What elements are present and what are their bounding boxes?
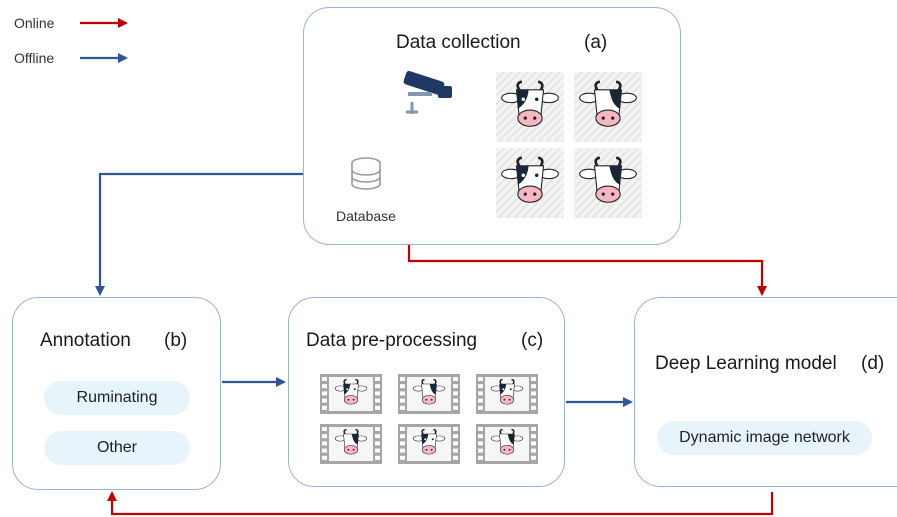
cow-face-icon [496, 72, 564, 142]
model-to-annotation-feedback-arrow [107, 491, 774, 516]
cow-face-icon [496, 148, 564, 218]
database-label: Database [336, 208, 396, 224]
data-collection-title: Data collection [396, 32, 521, 53]
annotation-tag: (b) [164, 330, 188, 351]
annotation-label-other: Other [44, 431, 190, 465]
annotation-label-ruminating: Ruminating [44, 381, 190, 415]
preprocessing-title: Data pre-processing [306, 330, 478, 351]
data-collection-tag: (a) [584, 32, 608, 53]
film-frame-cow-icon [320, 424, 382, 464]
model-box [634, 297, 897, 487]
model-title: Deep Learning model [655, 353, 837, 374]
film-frame-cow-icon [476, 424, 538, 464]
legend-online-label: Online [14, 15, 55, 31]
cow-face-icon [574, 72, 642, 142]
database-to-annotation-arrow [95, 172, 350, 296]
film-frame-cow-icon [476, 374, 538, 414]
model-tag: (d) [861, 353, 885, 374]
annotation-title: Annotation [40, 330, 131, 351]
cow-face-icon [574, 148, 642, 218]
preprocessing-tag: (c) [521, 330, 544, 351]
film-frame-cow-icon [398, 374, 460, 414]
model-network-label: Dynamic image network [657, 421, 872, 455]
film-frame-cow-icon [320, 374, 382, 414]
legend-offline-label: Offline [14, 50, 55, 66]
film-frame-cow-icon [398, 424, 460, 464]
